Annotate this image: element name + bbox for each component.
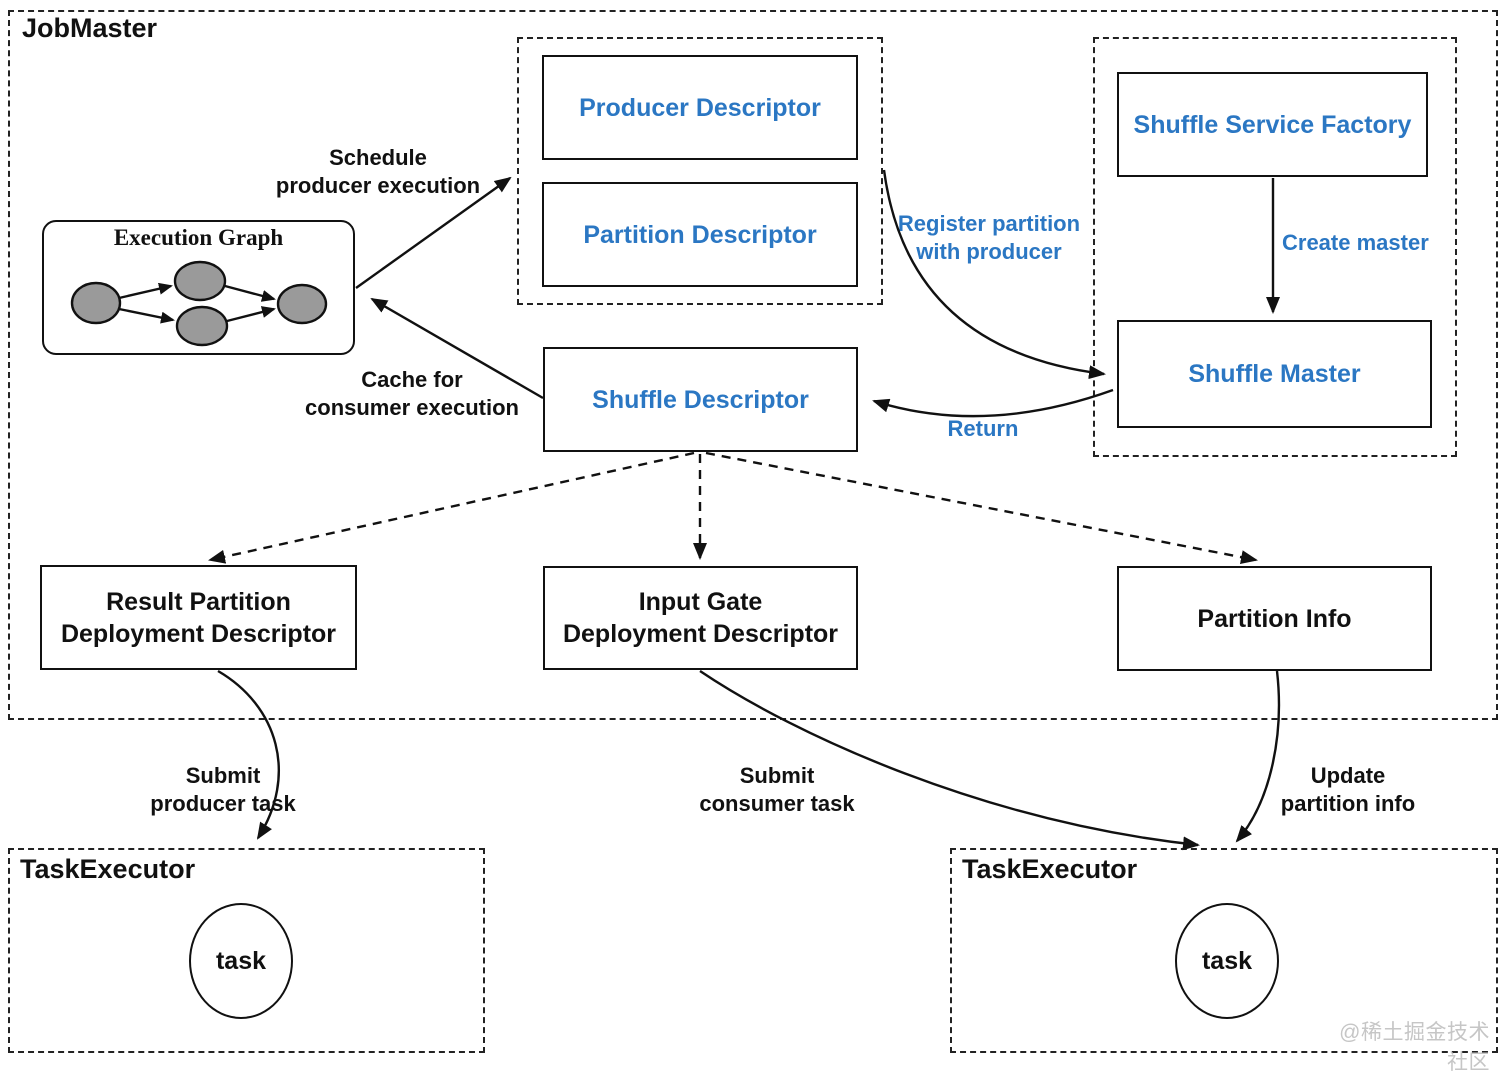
- create-master-label: Create master: [1282, 230, 1429, 255]
- task-left-label: task: [215, 946, 267, 975]
- result-partition-deployment-descriptor-box: Result Partition Deployment Descriptor: [40, 565, 357, 670]
- shuffle-descriptor-label: Shuffle Descriptor: [592, 385, 809, 414]
- partition-info-box: Partition Info: [1117, 566, 1432, 671]
- eg-node-source: [70, 281, 122, 325]
- cache-for-consumer-execution-label: Cache for consumer execution: [305, 367, 519, 420]
- descriptor-group-container: [517, 37, 883, 305]
- submit-producer-task-label: Submit producer task: [150, 763, 296, 816]
- watermark: @稀土掘金技术社区: [1339, 1021, 1490, 1071]
- execution-graph-box: Execution Graph: [42, 220, 355, 355]
- schedule-producer-execution-label: Schedule producer execution: [275, 145, 481, 198]
- input-gate-deployment-descriptor-label: Input Gate Deployment Descriptor: [562, 588, 839, 648]
- shuffle-master-label: Shuffle Master: [1188, 360, 1361, 388]
- shuffle-service-factory-box: Shuffle Service Factory: [1117, 72, 1428, 177]
- result-partition-deployment-descriptor-label: Result Partition Deployment Descriptor: [60, 587, 337, 648]
- task-executor-right-container: [950, 848, 1498, 1053]
- jobmaster-label: JobMaster: [22, 13, 158, 43]
- execution-graph-title: Execution Graph: [113, 225, 284, 250]
- shuffle-master-box: Shuffle Master: [1117, 320, 1432, 428]
- task-executor-right-label: TaskExecutor: [962, 854, 1138, 884]
- shuffle-service-factory-label: Shuffle Service Factory: [1133, 110, 1412, 139]
- eg-edge-3-4: [226, 306, 276, 323]
- update-partition-info-label: Update partition info: [1280, 763, 1416, 816]
- input-gate-deployment-descriptor-box: Input Gate Deployment Descriptor: [543, 566, 858, 670]
- partition-descriptor-label: Partition Descriptor: [583, 220, 817, 249]
- task-right-label: task: [1201, 946, 1253, 975]
- task-executor-left-label: TaskExecutor: [20, 854, 196, 884]
- submit-consumer-task-label: Submit consumer task: [699, 763, 855, 816]
- task-circle-left: task: [189, 903, 293, 1019]
- partition-info-label: Partition Info: [1197, 604, 1352, 633]
- producer-descriptor-label: Producer Descriptor: [579, 93, 821, 122]
- partition-descriptor-box: Partition Descriptor: [542, 182, 858, 287]
- execution-graph-nodes: [70, 260, 328, 347]
- eg-node-sink: [276, 283, 328, 325]
- eg-node-mid-top: [173, 260, 227, 302]
- task-executor-left-container: [8, 848, 485, 1053]
- eg-edge-1-3: [118, 307, 175, 324]
- eg-edge-2-4: [224, 284, 276, 302]
- eg-edge-1-2: [118, 282, 173, 300]
- task-circle-right: task: [1175, 903, 1279, 1019]
- shuffle-descriptor-box: Shuffle Descriptor: [543, 347, 858, 452]
- return-label: Return: [947, 416, 1019, 441]
- producer-descriptor-box: Producer Descriptor: [542, 55, 858, 160]
- eg-node-mid-bottom: [175, 305, 229, 347]
- register-partition-with-producer-label: Register partition with producer: [897, 211, 1081, 264]
